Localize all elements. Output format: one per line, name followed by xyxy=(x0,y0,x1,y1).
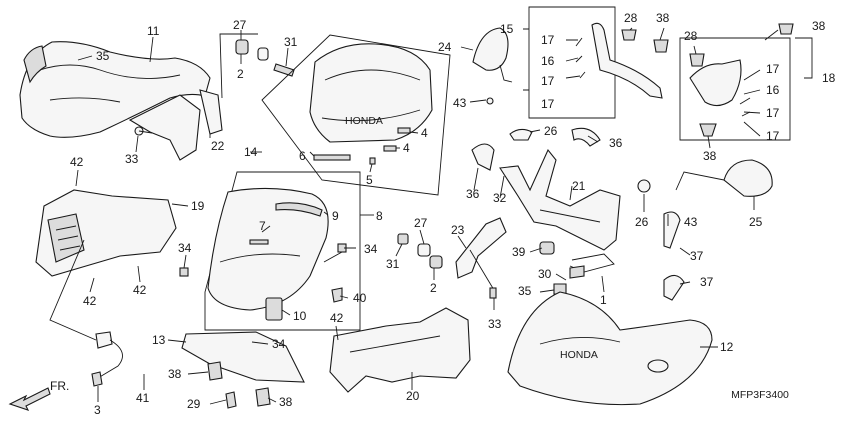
callout-36: 36 xyxy=(609,136,623,150)
callout-43: 43 xyxy=(453,96,467,110)
callout-numbers: 11 35 27 31 2 22 33 14 4 4 6 5 24 15 17 … xyxy=(70,11,836,417)
callout-34: 34 xyxy=(272,337,286,351)
callout-43: 43 xyxy=(684,215,698,229)
callout-30: 30 xyxy=(538,267,552,281)
wire-stay-part xyxy=(553,253,615,295)
left-mirror-part xyxy=(472,27,513,105)
windscreen-part: HONDA xyxy=(261,34,451,196)
callout-1: 1 xyxy=(600,293,607,307)
callout-16: 16 xyxy=(766,83,780,97)
callout-17: 17 xyxy=(766,129,780,143)
callout-42: 42 xyxy=(133,283,147,297)
callout-17: 17 xyxy=(766,106,780,120)
callout-8: 8 xyxy=(376,209,383,223)
callout-17: 17 xyxy=(766,62,780,76)
upper-cowl-part xyxy=(19,41,223,161)
callout-4: 4 xyxy=(421,126,428,140)
upper-cowl-stay xyxy=(499,148,621,251)
callout-28: 28 xyxy=(624,11,638,25)
fastener-group-top xyxy=(134,39,295,136)
callout-42: 42 xyxy=(70,155,84,169)
callout-29: 29 xyxy=(187,397,201,411)
callout-35: 35 xyxy=(518,284,532,298)
diagram-code: MFP3F3400 xyxy=(731,389,789,401)
callout-7: 7 xyxy=(259,219,266,233)
callout-20: 20 xyxy=(406,389,420,403)
callout-21: 21 xyxy=(572,179,586,193)
screen-clip-parts xyxy=(313,127,411,165)
callout-13: 13 xyxy=(152,333,166,347)
callout-26: 26 xyxy=(635,215,649,229)
callout-34: 34 xyxy=(178,241,192,255)
callout-38: 38 xyxy=(703,149,717,163)
right-mirror-part xyxy=(637,159,773,197)
callout-3: 3 xyxy=(94,403,101,417)
callout-33: 33 xyxy=(125,152,139,166)
mirror-stay-left-box xyxy=(528,6,663,119)
lower-inner-panel xyxy=(181,331,305,409)
callout-31: 31 xyxy=(386,257,400,271)
callout-42: 42 xyxy=(330,311,344,325)
mirror-stay-right-box xyxy=(679,29,791,141)
callout-22: 22 xyxy=(211,139,225,153)
callout-27: 27 xyxy=(414,216,428,230)
lower-inner-cover xyxy=(329,307,471,393)
callout-5: 5 xyxy=(366,173,373,187)
front-direction-arrow: FR. xyxy=(8,379,69,411)
callout-17: 17 xyxy=(541,97,555,111)
callout-28: 28 xyxy=(684,29,698,43)
callout-23: 23 xyxy=(451,223,465,237)
lower-cowl-part: HONDA xyxy=(507,291,713,406)
callout-31: 31 xyxy=(284,35,298,49)
callout-15: 15 xyxy=(500,22,514,36)
callout-40: 40 xyxy=(353,291,367,305)
callout-25: 25 xyxy=(749,215,763,229)
callout-9: 9 xyxy=(332,209,339,223)
callout-34: 34 xyxy=(364,242,378,256)
callout-37: 37 xyxy=(690,249,704,263)
callout-4: 4 xyxy=(403,141,410,155)
callout-42: 42 xyxy=(83,294,97,308)
callout-12: 12 xyxy=(720,340,734,354)
harness-clamps xyxy=(471,127,685,301)
callout-14: 14 xyxy=(244,145,258,159)
callout-35: 35 xyxy=(96,49,110,63)
callout-41: 41 xyxy=(136,391,150,405)
callout-2: 2 xyxy=(430,281,437,295)
front-direction-label: FR. xyxy=(50,379,69,393)
callout-26: 26 xyxy=(544,124,558,138)
callout-24: 24 xyxy=(438,40,452,54)
callout-11: 11 xyxy=(147,24,160,38)
callout-16: 16 xyxy=(541,54,555,68)
inner-panel-left xyxy=(35,189,177,277)
wire-harness-part xyxy=(49,239,123,387)
callout-6: 6 xyxy=(299,149,306,163)
lower-cowl-logo-mark: HONDA xyxy=(560,349,598,361)
fastener-group-right xyxy=(621,23,794,137)
callout-19: 19 xyxy=(191,199,205,213)
callout-32: 32 xyxy=(493,191,507,205)
callout-27: 27 xyxy=(233,18,247,32)
callout-38: 38 xyxy=(168,367,182,381)
callout-39: 39 xyxy=(512,245,526,259)
bracket-23-part xyxy=(455,217,507,299)
callout-33: 33 xyxy=(488,317,502,331)
callout-37: 37 xyxy=(700,275,714,289)
fastener-group-middle xyxy=(397,233,555,269)
callout-38: 38 xyxy=(279,395,293,409)
callout-38: 38 xyxy=(812,19,826,33)
callout-17: 17 xyxy=(541,74,555,88)
callout-17: 17 xyxy=(541,33,555,47)
callout-36: 36 xyxy=(466,187,480,201)
callout-38: 38 xyxy=(656,11,670,25)
leader-lines xyxy=(75,27,813,405)
callout-2: 2 xyxy=(237,67,244,81)
callout-10: 10 xyxy=(293,309,307,323)
callout-18: 18 xyxy=(822,71,836,85)
meter-panel-part xyxy=(179,171,361,331)
windscreen-logo-mark: HONDA xyxy=(345,115,383,127)
